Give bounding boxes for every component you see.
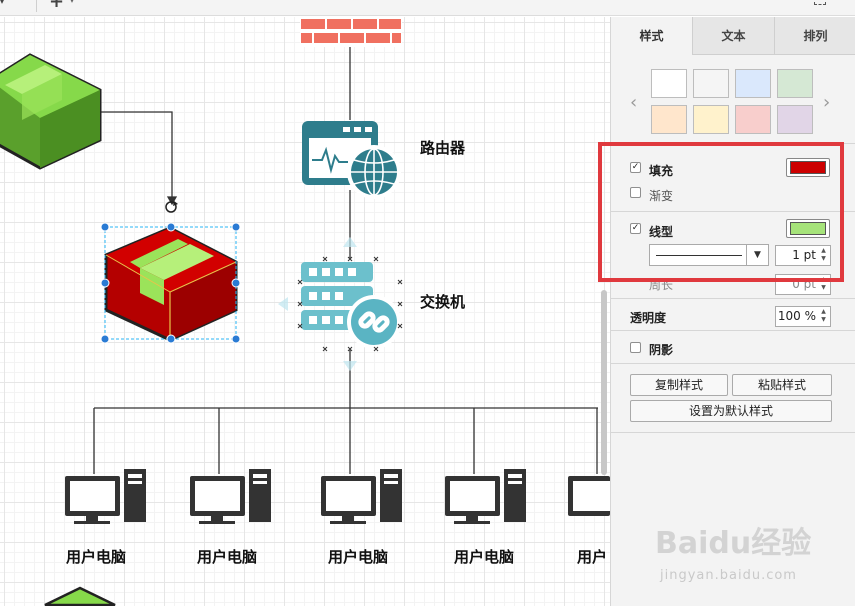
toolbar-separator bbox=[36, 0, 37, 12]
line-pattern-select[interactable]: ▼ bbox=[649, 244, 769, 266]
baidu-watermark-url: jingyan.baidu.com bbox=[660, 568, 797, 583]
red-package-selected-icon[interactable] bbox=[104, 226, 238, 342]
connectors bbox=[93, 46, 598, 474]
line-width-input[interactable]: 1 pt ▲▼ bbox=[775, 245, 831, 266]
panel-divider bbox=[611, 363, 855, 364]
line-width-value: 1 pt bbox=[792, 248, 816, 262]
opacity-label: 透明度 bbox=[630, 311, 667, 325]
opacity-input[interactable]: 100 % ▲▼ bbox=[775, 306, 831, 327]
pc-label-3[interactable]: 用户电脑 bbox=[328, 548, 389, 566]
style-swatch-7[interactable] bbox=[735, 105, 771, 134]
style-swatch-3[interactable] bbox=[735, 69, 771, 98]
gradient-checkbox[interactable] bbox=[630, 187, 641, 198]
format-panel: 样式 文本 排列 ‹ › ✓ 填充 渐变 ✓ 线型 ▼ 1 pt ▲▼ bbox=[610, 17, 855, 606]
selection-handles[interactable] bbox=[100, 201, 241, 344]
fill-checkbox[interactable]: ✓ bbox=[630, 162, 641, 173]
pc-5-icon[interactable] bbox=[568, 476, 610, 516]
pc-2-icon[interactable] bbox=[190, 469, 271, 524]
opacity-value: 100 % bbox=[777, 309, 816, 323]
switch-label[interactable]: 交换机 bbox=[420, 293, 466, 311]
copy-style-button[interactable]: 复制样式 bbox=[630, 374, 728, 396]
insert-plus-icon[interactable]: + bbox=[49, 0, 65, 12]
spinner-arrows-icon[interactable]: ▲▼ bbox=[821, 247, 826, 262]
chevron-right-icon[interactable]: › bbox=[823, 92, 831, 113]
style-swatch-4[interactable] bbox=[777, 69, 813, 98]
chevron-down-icon: ▼ bbox=[746, 245, 768, 265]
toolbar: ▾ + ▾ bbox=[0, 0, 855, 16]
set-default-style-button[interactable]: 设置为默认样式 bbox=[630, 400, 832, 422]
panel-divider bbox=[611, 432, 855, 433]
fill-label: 填充 bbox=[649, 164, 674, 178]
switch-icon[interactable] bbox=[278, 237, 403, 371]
line-color-swatch bbox=[790, 222, 826, 235]
toolbar-more-icon[interactable]: ▾ bbox=[0, 0, 5, 6]
panel-divider bbox=[611, 211, 855, 212]
green-package-icon[interactable] bbox=[0, 53, 102, 170]
shadow-checkbox[interactable] bbox=[630, 342, 641, 353]
style-swatch-2[interactable] bbox=[693, 69, 729, 98]
fill-color-swatch bbox=[790, 161, 826, 174]
spinner-arrows-icon[interactable]: ▲▼ bbox=[821, 308, 826, 323]
pc-1-icon[interactable] bbox=[65, 469, 146, 524]
fill-color-button[interactable] bbox=[786, 158, 830, 177]
tab-arrange[interactable]: 排列 bbox=[774, 17, 855, 55]
fullscreen-icon[interactable] bbox=[814, 0, 826, 5]
router-icon[interactable] bbox=[302, 121, 401, 199]
line-pattern-preview bbox=[656, 255, 742, 256]
line-color-button[interactable] bbox=[786, 219, 830, 238]
pc-label-5[interactable]: 用户 bbox=[577, 548, 608, 566]
connector-arrowhead bbox=[166, 196, 178, 206]
router-label[interactable]: 路由器 bbox=[420, 139, 466, 157]
style-swatch-5[interactable] bbox=[651, 105, 687, 134]
panel-divider bbox=[611, 298, 855, 299]
diagram-canvas[interactable]: 路由器 交换机 用户电脑 用户电脑 用户电脑 用户电脑 用户 bbox=[0, 17, 610, 606]
diagram-drawing bbox=[0, 17, 610, 606]
tab-style[interactable]: 样式 bbox=[611, 17, 692, 55]
switch-connection-points bbox=[297, 256, 403, 352]
pc-label-4[interactable]: 用户电脑 bbox=[454, 548, 515, 566]
gradient-label: 渐变 bbox=[649, 189, 674, 203]
pc-label-1[interactable]: 用户电脑 bbox=[66, 548, 127, 566]
panel-divider bbox=[611, 330, 855, 331]
style-swatch-8[interactable] bbox=[777, 105, 813, 134]
firewall-icon[interactable] bbox=[300, 17, 402, 47]
baidu-watermark-logo: Baidu经验 bbox=[655, 526, 812, 561]
paste-style-button[interactable]: 粘贴样式 bbox=[732, 374, 832, 396]
line-checkbox[interactable]: ✓ bbox=[630, 223, 641, 234]
pc-icons bbox=[65, 469, 610, 524]
green-to-red-connector bbox=[100, 111, 173, 200]
tab-text[interactable]: 文本 bbox=[692, 17, 774, 55]
canvas-scrollbar[interactable] bbox=[601, 290, 607, 475]
chevron-left-icon[interactable]: ‹ bbox=[630, 92, 638, 113]
rotate-handle-icon bbox=[165, 201, 178, 213]
pc-3-icon[interactable] bbox=[321, 469, 402, 524]
style-swatch-6[interactable] bbox=[693, 105, 729, 134]
annotation-highlight-box bbox=[598, 142, 844, 282]
style-swatch-1[interactable] bbox=[651, 69, 687, 98]
shadow-label: 阴影 bbox=[649, 343, 674, 357]
green-package-bottom-icon[interactable] bbox=[44, 586, 116, 606]
insert-caret-icon[interactable]: ▾ bbox=[70, 0, 75, 5]
line-label: 线型 bbox=[649, 225, 674, 239]
pc-4-icon[interactable] bbox=[445, 469, 526, 524]
format-tabs: 样式 文本 排列 bbox=[611, 17, 855, 55]
pc-label-2[interactable]: 用户电脑 bbox=[197, 548, 258, 566]
